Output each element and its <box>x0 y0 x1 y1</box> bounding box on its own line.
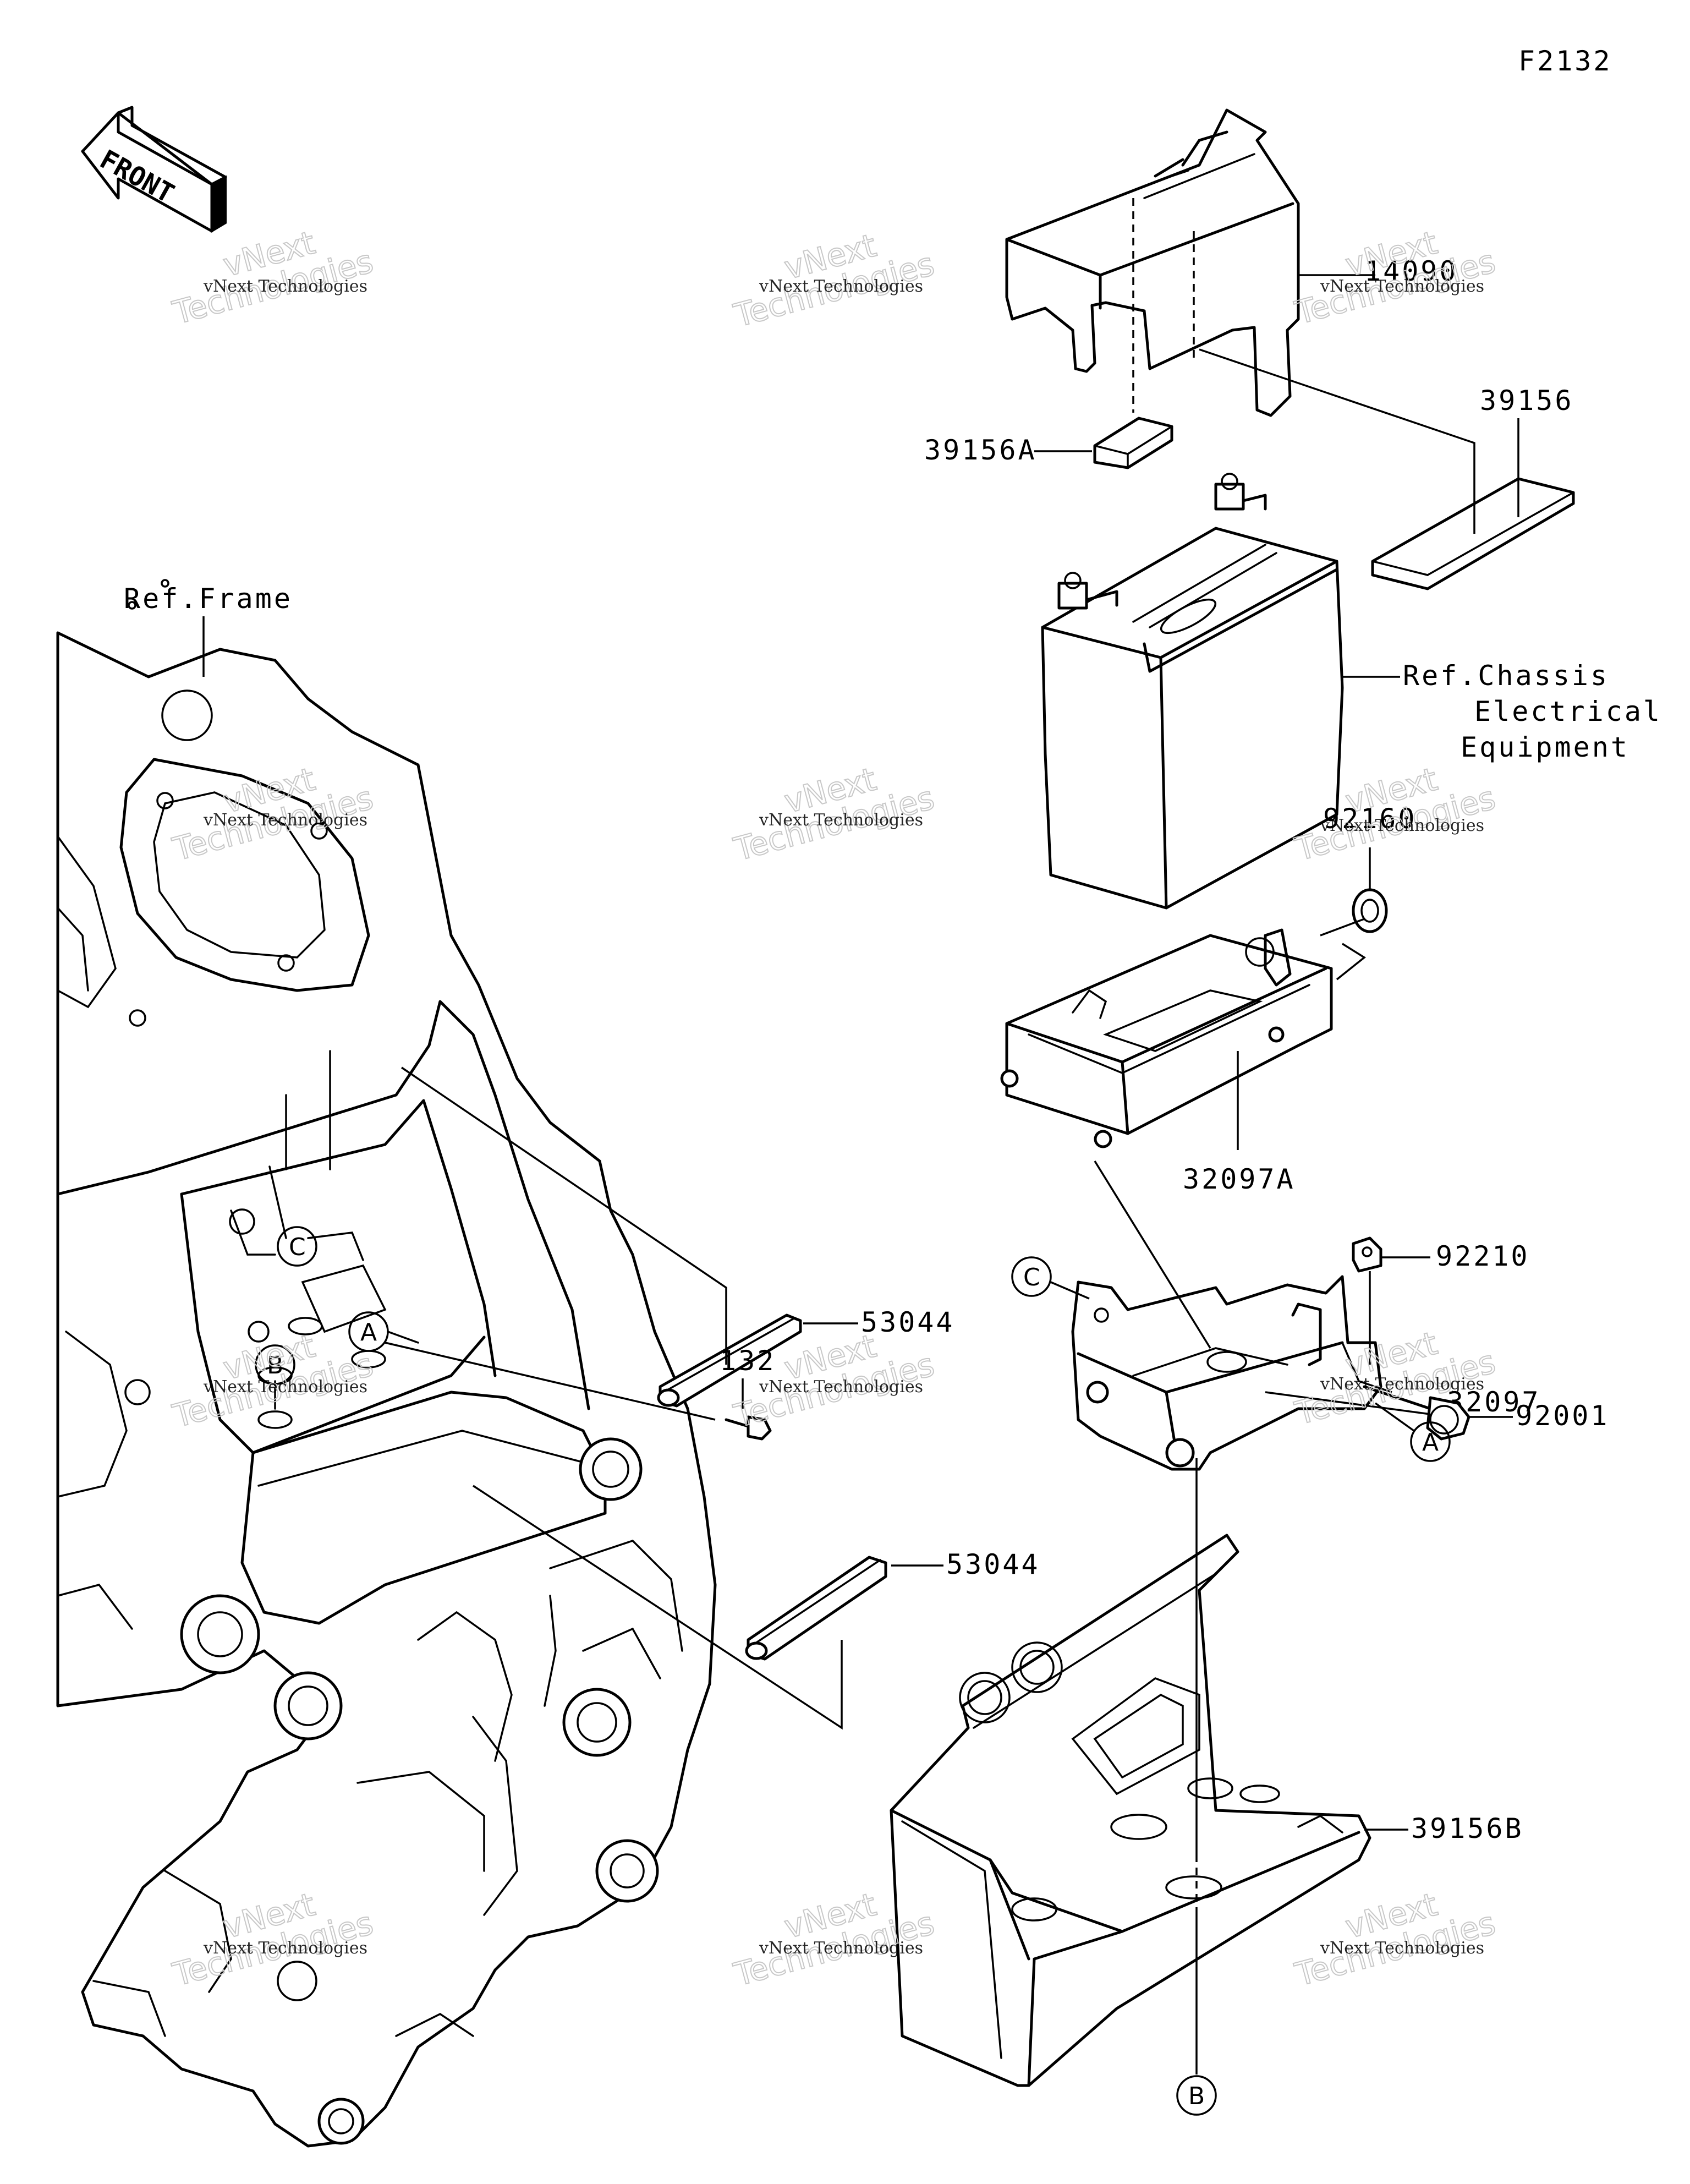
label-92001: 92001 <box>1516 1400 1610 1432</box>
watermark-7: vNext Technologies <box>203 1377 367 1397</box>
label-ref-chassis-1: Ref.Chassis <box>1403 660 1609 692</box>
pad-39156a-part <box>1093 417 1173 469</box>
label-14090: 14090 <box>1364 255 1458 287</box>
rubber-53044-lower-part <box>745 1556 887 1661</box>
label-39156: 39156 <box>1480 385 1574 417</box>
callout-a-right-letter: A <box>1422 1428 1439 1457</box>
callout-a-right <box>1410 1421 1451 1462</box>
callout-a-left-letter: A <box>360 1318 377 1346</box>
bolt-132-part <box>725 1415 772 1441</box>
watermark-4: vNext Technologies <box>203 811 367 830</box>
grommet-92160-part <box>1352 888 1388 933</box>
label-92160: 92160 <box>1323 803 1417 835</box>
front-arrow-icon: FRONT <box>81 106 227 233</box>
label-ref-chassis-2: Electrical <box>1474 696 1662 727</box>
battery-part <box>1041 473 1344 910</box>
frame-part <box>56 579 717 2148</box>
watermark-10: vNext Technologies <box>203 1939 367 1958</box>
clip-92210-part <box>1352 1236 1382 1273</box>
label-ref-chassis-3: Equipment <box>1461 731 1629 763</box>
watermark-2: vNext Technologies <box>759 277 923 296</box>
label-132: 132 <box>720 1345 776 1377</box>
rubber-53044-upper-part <box>657 1313 802 1408</box>
watermark-8: vNext Technologies <box>759 1377 923 1397</box>
callout-c-left <box>277 1226 317 1267</box>
bolt-92001-part <box>1363 1385 1470 1441</box>
watermark-12: vNext Technologies <box>1320 1939 1484 1958</box>
figure-code: F2132 <box>1518 45 1612 77</box>
label-32097a: 32097A <box>1183 1163 1296 1195</box>
watermark-1: vNext Technologies <box>203 277 367 296</box>
callout-c-right-letter: C <box>1023 1263 1040 1291</box>
battery-case-32097a-part <box>1000 928 1333 1148</box>
label-ref-frame: Ref.Frame <box>124 583 293 615</box>
watermark-6: vNext Technologies <box>1320 816 1484 835</box>
label-92210: 92210 <box>1436 1240 1530 1272</box>
watermark-9: vNext Technologies <box>1320 1375 1484 1394</box>
label-53044-lower: 53044 <box>946 1548 1040 1580</box>
watermark-3: vNext Technologies <box>1320 277 1484 296</box>
pad-39156-part <box>1371 477 1575 590</box>
battery-cover-part <box>1005 108 1300 417</box>
callout-c-left-letter: C <box>289 1233 306 1261</box>
label-39156b: 39156B <box>1411 1813 1524 1844</box>
watermark-11: vNext Technologies <box>759 1939 923 1958</box>
tray-39156b-part <box>890 1534 1371 2087</box>
callout-b-left-letter: B <box>267 1351 283 1380</box>
watermark-5: vNext Technologies <box>759 811 923 830</box>
callout-b-bottom <box>1176 2075 1217 2116</box>
label-53044-upper: 53044 <box>861 1306 955 1338</box>
callout-b-bottom-letter: B <box>1188 2082 1205 2110</box>
bracket-32097-part <box>1071 1275 1382 1471</box>
label-39156a: 39156A <box>924 434 1037 466</box>
callout-c-right <box>1011 1256 1052 1297</box>
